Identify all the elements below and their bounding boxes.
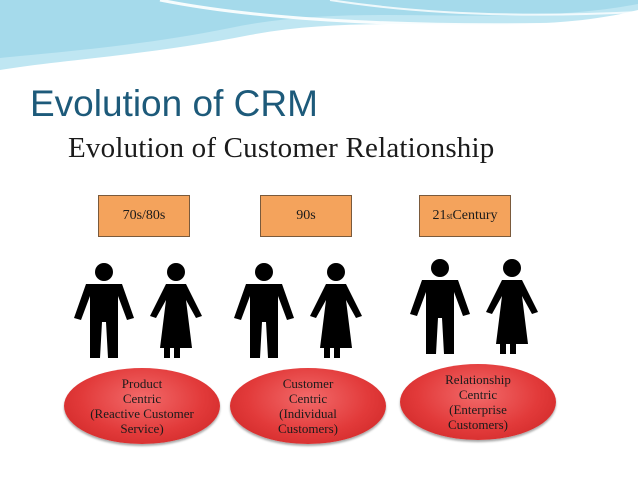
oval-line: Product xyxy=(121,376,163,391)
female-figure-icon xyxy=(310,263,362,358)
era-suffix: st xyxy=(446,211,453,221)
era-box-90s: 90s xyxy=(260,195,352,237)
focus-oval-customer-centric: Customer Centric (Individual Customers) xyxy=(230,368,386,444)
oval-line: Customers) xyxy=(448,417,508,432)
oval-line: Centric xyxy=(288,391,328,406)
female-figure-icon xyxy=(150,263,202,358)
oval-line: Customers) xyxy=(278,421,338,436)
male-figure-icon xyxy=(74,263,134,358)
era-number: 21 xyxy=(432,208,447,223)
oval-line: (Individual xyxy=(279,406,337,421)
oval-line: Customer xyxy=(282,376,334,391)
oval-line: (Enterprise xyxy=(449,402,507,417)
female-figure-icon xyxy=(486,259,538,354)
oval-line: Centric xyxy=(458,387,498,402)
era-word: Century xyxy=(452,208,498,223)
oval-line: Centric xyxy=(122,391,162,406)
male-figure-icon xyxy=(234,263,294,358)
oval-line: Service) xyxy=(120,421,164,436)
people-figures-3 xyxy=(410,259,538,354)
oval-line: (Reactive Customer xyxy=(90,406,194,421)
people-figures-1 xyxy=(74,263,202,358)
male-figure-icon xyxy=(410,259,470,354)
header-wave-decoration xyxy=(0,0,638,70)
crm-evolution-diagram: Evolution of Customer Relationship 70s/8… xyxy=(58,128,596,458)
oval-line: Relationship xyxy=(445,372,511,387)
slide-title: Evolution of CRM xyxy=(30,83,318,124)
focus-oval-relationship-centric: Relationship Centric (Enterprise Custome… xyxy=(400,364,556,440)
era-box-70s-80s: 70s/80s xyxy=(98,195,190,237)
diagram-heading: Evolution of Customer Relationship xyxy=(68,132,495,164)
focus-oval-product-centric: Product Centric (Reactive Customer Servi… xyxy=(64,368,220,444)
people-figures-2 xyxy=(234,263,362,358)
